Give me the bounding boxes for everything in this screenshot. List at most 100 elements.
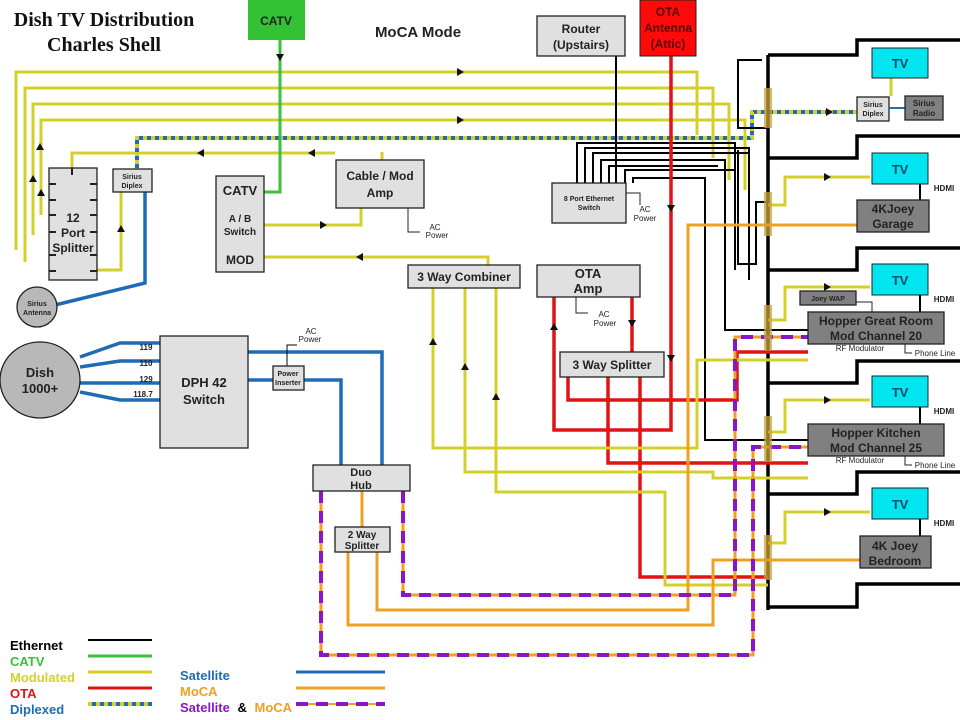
- modulated-line: [768, 175, 870, 207]
- splitter2-label2: Splitter: [345, 541, 380, 552]
- diplex-label: Sirius: [122, 174, 142, 181]
- tv-label: TV: [892, 273, 909, 288]
- satellite-lines: [79, 341, 384, 465]
- dph-label2: Switch: [183, 392, 225, 407]
- ota-amp[interactable]: OTA Amp: [536, 264, 641, 298]
- tv-2[interactable]: TV: [871, 152, 929, 185]
- dph-label: DPH 42: [181, 375, 227, 390]
- joey-wap-label: Joey WAP: [811, 296, 845, 303]
- port-118-7: 118.7: [133, 390, 153, 399]
- tv-label: TV: [892, 56, 909, 71]
- two-way-splitter[interactable]: 2 Way Splitter: [334, 526, 391, 553]
- ac-power-label2: Power: [299, 335, 322, 344]
- receiver-label: 4KJoey: [872, 202, 915, 216]
- catv-switch-label4: MOD: [226, 253, 254, 267]
- room-sirius: TV Sirius Diplex Sirius Radio: [856, 47, 944, 122]
- eth-switch-label: 8 Port Ethernet: [564, 196, 615, 203]
- arrow: [667, 355, 675, 362]
- sat-moca-lines: [319, 335, 808, 657]
- catv-source[interactable]: CATV: [248, 0, 305, 40]
- three-way-combiner[interactable]: 3 Way Combiner: [407, 264, 521, 289]
- sirius-radio[interactable]: Sirius Radio: [904, 95, 944, 121]
- ethernet-switch[interactable]: 8 Port Ethernet Switch: [551, 182, 627, 224]
- receiver-label: Hopper Kitchen: [831, 426, 920, 440]
- title-line2: Charles Shell: [47, 34, 161, 56]
- receiver-label2: Mod Channel 20: [830, 329, 922, 343]
- arrow: [492, 393, 500, 400]
- hdmi-label: HDMI: [934, 184, 954, 193]
- mode-label: MoCA Mode: [375, 24, 461, 41]
- legend-moca: MoCA: [180, 684, 218, 699]
- power-inserter-label: Power: [277, 371, 298, 378]
- sirius-radio-label: Sirius: [913, 99, 936, 108]
- ota-line: [552, 55, 673, 432]
- dph42-switch[interactable]: DPH 42 Switch: [159, 335, 249, 449]
- arrow: [457, 68, 464, 76]
- sirius-antenna-label2: Antenna: [23, 310, 51, 317]
- arrow: [429, 338, 437, 345]
- hopper-kitchen[interactable]: Hopper Kitchen Mod Channel 25: [807, 423, 945, 457]
- hopper-great-room[interactable]: Hopper Great Room Mod Channel 20: [807, 311, 945, 345]
- combiner-label: 3 Way Combiner: [417, 270, 511, 284]
- splitter2-label: 2 Way: [348, 530, 377, 541]
- room-garage: TV HDMI 4KJoey Garage: [768, 152, 954, 233]
- ota-line: [638, 377, 768, 579]
- tv-label: TV: [892, 162, 909, 177]
- legend-moca-part: MoCA: [255, 700, 293, 715]
- cable-amp-label: Cable / Mod: [346, 169, 413, 183]
- arrow: [824, 283, 831, 291]
- dish-1000[interactable]: Dish 1000+: [0, 341, 81, 419]
- splitter3-label: 3 Way Splitter: [573, 358, 652, 372]
- ota-amp-label: OTA: [575, 266, 602, 281]
- tv-1[interactable]: TV: [871, 47, 929, 79]
- three-way-splitter[interactable]: 3 Way Splitter: [559, 351, 665, 378]
- tv-4[interactable]: TV: [871, 375, 929, 408]
- duo-hub-label2: Hub: [350, 480, 372, 492]
- legend-catv: CATV: [10, 654, 45, 669]
- arrow: [824, 173, 831, 181]
- sirius-diplex-left[interactable]: Sirius Diplex: [112, 168, 153, 193]
- modulated-top-loops: [14, 70, 747, 262]
- joey-garage[interactable]: 4KJoey Garage: [856, 199, 930, 233]
- legend-modulated: Modulated: [10, 670, 75, 685]
- catv-ab-switch[interactable]: CATV A / B Switch MOD: [215, 175, 265, 273]
- power-lead: [407, 208, 420, 233]
- satellite-line: [54, 192, 147, 307]
- tv-3[interactable]: TV: [871, 263, 929, 296]
- arrow: [550, 323, 558, 330]
- joey-bedroom[interactable]: 4K Joey Bedroom: [859, 535, 932, 569]
- sirius-diplex-right[interactable]: Sirius Diplex: [856, 96, 890, 122]
- diplex-label2: Diplex: [862, 111, 883, 118]
- catv-switch-label2: A / B: [229, 214, 251, 225]
- duo-hub[interactable]: Duo Hub: [312, 464, 411, 492]
- arrow: [824, 508, 831, 516]
- sirius-radio-label2: Radio: [913, 109, 935, 118]
- cable-mod-amp[interactable]: Cable / Mod Amp: [335, 159, 425, 209]
- sirius-antenna[interactable]: Sirius Antenna: [16, 286, 58, 328]
- hdmi-label: HDMI: [934, 519, 954, 528]
- tv-5[interactable]: TV: [871, 487, 929, 520]
- tv-label: TV: [892, 385, 909, 400]
- catv-label: CATV: [260, 14, 292, 28]
- router[interactable]: Router (Upstairs): [536, 15, 626, 57]
- tv-label: TV: [892, 497, 909, 512]
- ac-power-label2: Power: [426, 231, 449, 240]
- sirius-antenna-label: Sirius: [27, 301, 47, 308]
- dish-label2: 1000+: [22, 381, 59, 396]
- power-lead: [626, 192, 641, 205]
- arrow: [36, 143, 44, 150]
- legend-ethernet: Ethernet: [10, 638, 63, 653]
- legend: Ethernet CATV Modulated OTA Diplexed Sat…: [10, 638, 385, 717]
- ota-antenna-label: OTA: [656, 5, 681, 19]
- legend-diplexed: Diplexed: [10, 702, 64, 717]
- power-lead: [575, 297, 588, 314]
- modulated-line: [258, 255, 490, 268]
- power-lead: [286, 344, 297, 368]
- ac-power-label2: Power: [594, 319, 617, 328]
- ota-antenna[interactable]: OTA Antenna (Attic): [639, 0, 697, 57]
- diplex-label: Sirius: [863, 102, 883, 109]
- arrow: [457, 116, 464, 124]
- power-inserter[interactable]: Power Inserter: [272, 365, 305, 391]
- joey-wap[interactable]: Joey WAP: [799, 290, 857, 306]
- splitter-12-port[interactable]: 12 Port Splitter: [48, 167, 98, 281]
